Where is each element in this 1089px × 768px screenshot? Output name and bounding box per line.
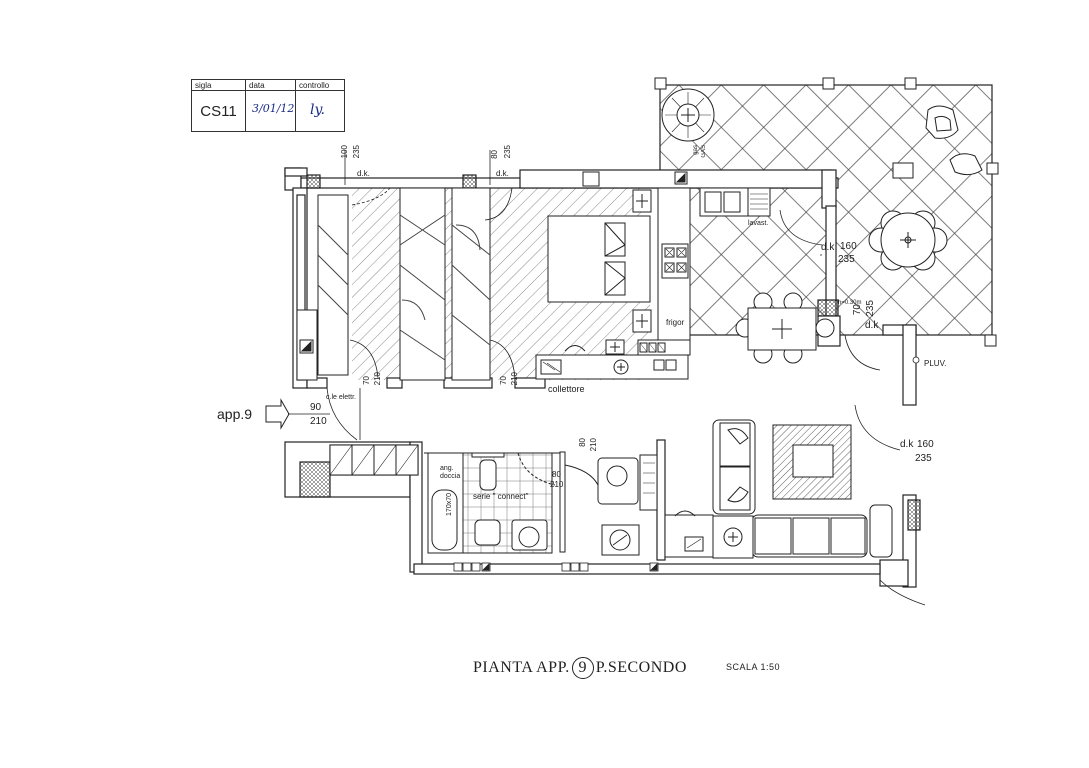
double-bed — [547, 189, 652, 333]
window3-width: 160 — [917, 439, 934, 450]
dining-table — [735, 292, 835, 364]
bedroom-closets — [296, 187, 491, 381]
door3-height: 210 — [373, 372, 382, 386]
terrace-round-table — [868, 210, 948, 271]
utility-collettore — [535, 339, 689, 380]
stamp-controllo-label: controllo — [296, 80, 345, 91]
door4-height: 210 — [510, 372, 519, 386]
title-floor: P.SECONDO — [595, 659, 687, 676]
shower-label-1: ang. — [440, 465, 454, 472]
terrace-plant — [661, 88, 715, 142]
door5b-width: 80 — [578, 438, 587, 447]
gas-label-2: gas — [693, 145, 699, 155]
entry-label: app.9 — [217, 406, 253, 422]
frigor-label: frigor — [666, 318, 685, 327]
window2-dk: d.k — [865, 320, 879, 331]
stamp-sigla-value: CS11 — [192, 91, 246, 132]
door1-height: 235 — [352, 145, 361, 159]
door5-width: 80 — [552, 470, 561, 479]
window2-note: h=0.30m — [838, 300, 862, 306]
stamp-data-label: data — [246, 80, 296, 91]
plumbing-markers — [453, 356, 920, 572]
door-dk-1: d.k. — [357, 169, 370, 178]
door2-height: 235 — [503, 145, 512, 159]
title-pianta: PIANTA — [473, 659, 533, 676]
series-connect-label: serie " connect" — [473, 492, 529, 501]
window3-height: 235 — [915, 453, 932, 464]
title-stamp: sigla data controllo CS11 3/01/12 ly. — [191, 79, 345, 132]
title-app-number: 9 — [571, 657, 594, 679]
window1-height: 235 — [838, 254, 855, 265]
living-room — [664, 419, 893, 559]
door1-width: 100 — [340, 145, 349, 159]
window2-width: 70 — [852, 304, 863, 316]
kitchen — [582, 171, 771, 356]
shower-label-2: doccia — [440, 473, 461, 480]
quadro-label: c.le elettr. — [326, 394, 356, 401]
stamp-controllo-value: ly. — [310, 102, 325, 118]
lavast-label: lavast. — [748, 220, 769, 227]
entry-height: 210 — [310, 416, 327, 427]
window1-width: 160 — [840, 241, 857, 252]
stamp-sigla-label: sigla — [192, 80, 246, 91]
door5b-height: 210 — [589, 438, 598, 452]
terrace-chair — [949, 153, 983, 176]
bathroom — [424, 451, 658, 556]
entry-width: 90 — [310, 402, 322, 413]
pluv-label: PLUV. — [924, 359, 947, 368]
gas-label: GAS — [701, 145, 707, 158]
terrace-lounge-chair — [925, 105, 959, 139]
entry-arrow — [265, 398, 290, 430]
door3-width: 70 — [362, 376, 371, 385]
door5-height: 210 — [550, 480, 564, 489]
door-dk-2: d.k. — [496, 169, 509, 178]
window3-dk: d.k — [900, 439, 914, 450]
door2-width: 80 — [490, 150, 499, 159]
tub-size-label: 170x70 — [446, 493, 453, 516]
window2-height: 235 — [865, 300, 876, 317]
collettore-label: collettore — [548, 384, 585, 394]
door4-width: 70 — [499, 376, 508, 385]
doors — [326, 150, 926, 606]
stamp-data-value: 3/01/12 — [246, 91, 296, 132]
title-app: APP. — [536, 659, 570, 676]
lobby-elements — [329, 444, 419, 476]
window1-dk: d.k — [821, 242, 835, 253]
scale-label: SCALA 1:50 — [726, 662, 781, 672]
